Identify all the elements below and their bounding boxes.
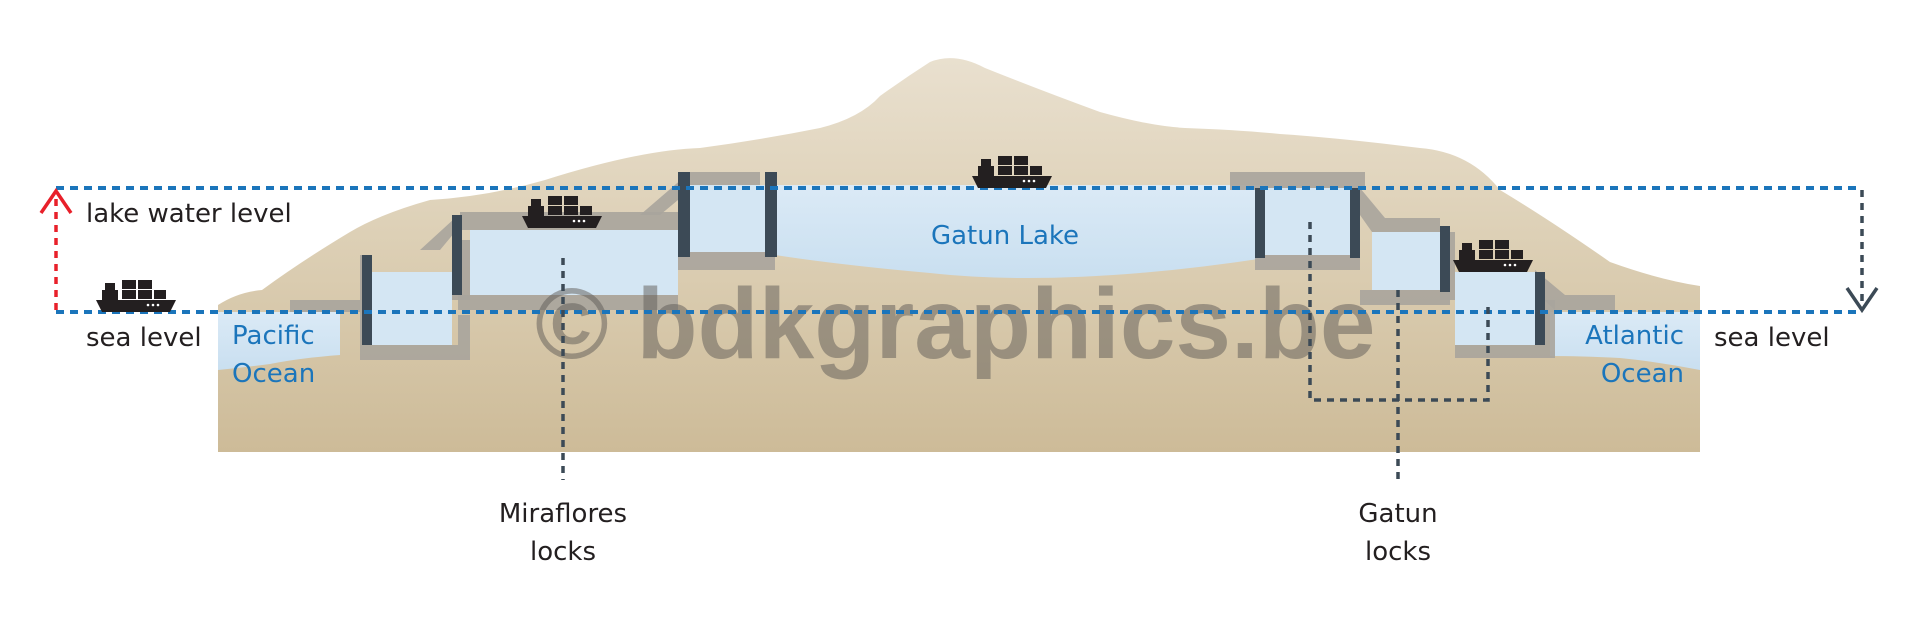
pacific-ocean-label-line1: Pacific xyxy=(232,321,315,351)
down-arrow-icon xyxy=(1845,190,1879,314)
miraflores-lock-chambers xyxy=(372,185,775,345)
gatun-lake-label: Gatun Lake xyxy=(931,221,1079,251)
up-arrow-icon xyxy=(39,187,73,310)
gatun-locks-label-line2: locks xyxy=(1365,537,1431,567)
miraflores-locks-label-line1: Miraflores xyxy=(499,499,627,529)
pacific-ocean-water xyxy=(218,312,340,370)
gatun-lake-water xyxy=(775,185,1265,278)
miraflores-locks-label-line2: locks xyxy=(530,537,596,567)
atlantic-ocean-label-line2: Ocean xyxy=(1601,359,1684,389)
sea-level-label-right: sea level xyxy=(1714,323,1830,353)
gatun-lock-chambers xyxy=(1265,188,1535,345)
gatun-leader-lines xyxy=(1308,222,1490,480)
sea-level-label-left: sea level xyxy=(86,323,202,353)
atlantic-ocean-water xyxy=(1550,312,1700,370)
gatun-locks-label-line1: Gatun xyxy=(1358,499,1437,529)
ship-icon xyxy=(96,280,176,312)
lock-gates xyxy=(362,172,1545,345)
atlantic-ocean-label-line1: Atlantic xyxy=(1585,321,1684,351)
lake-water-level-label: lake water level xyxy=(86,199,292,229)
watermark: © bdkgraphics.be xyxy=(535,268,1376,380)
pacific-ocean-label-line2: Ocean xyxy=(232,359,315,389)
